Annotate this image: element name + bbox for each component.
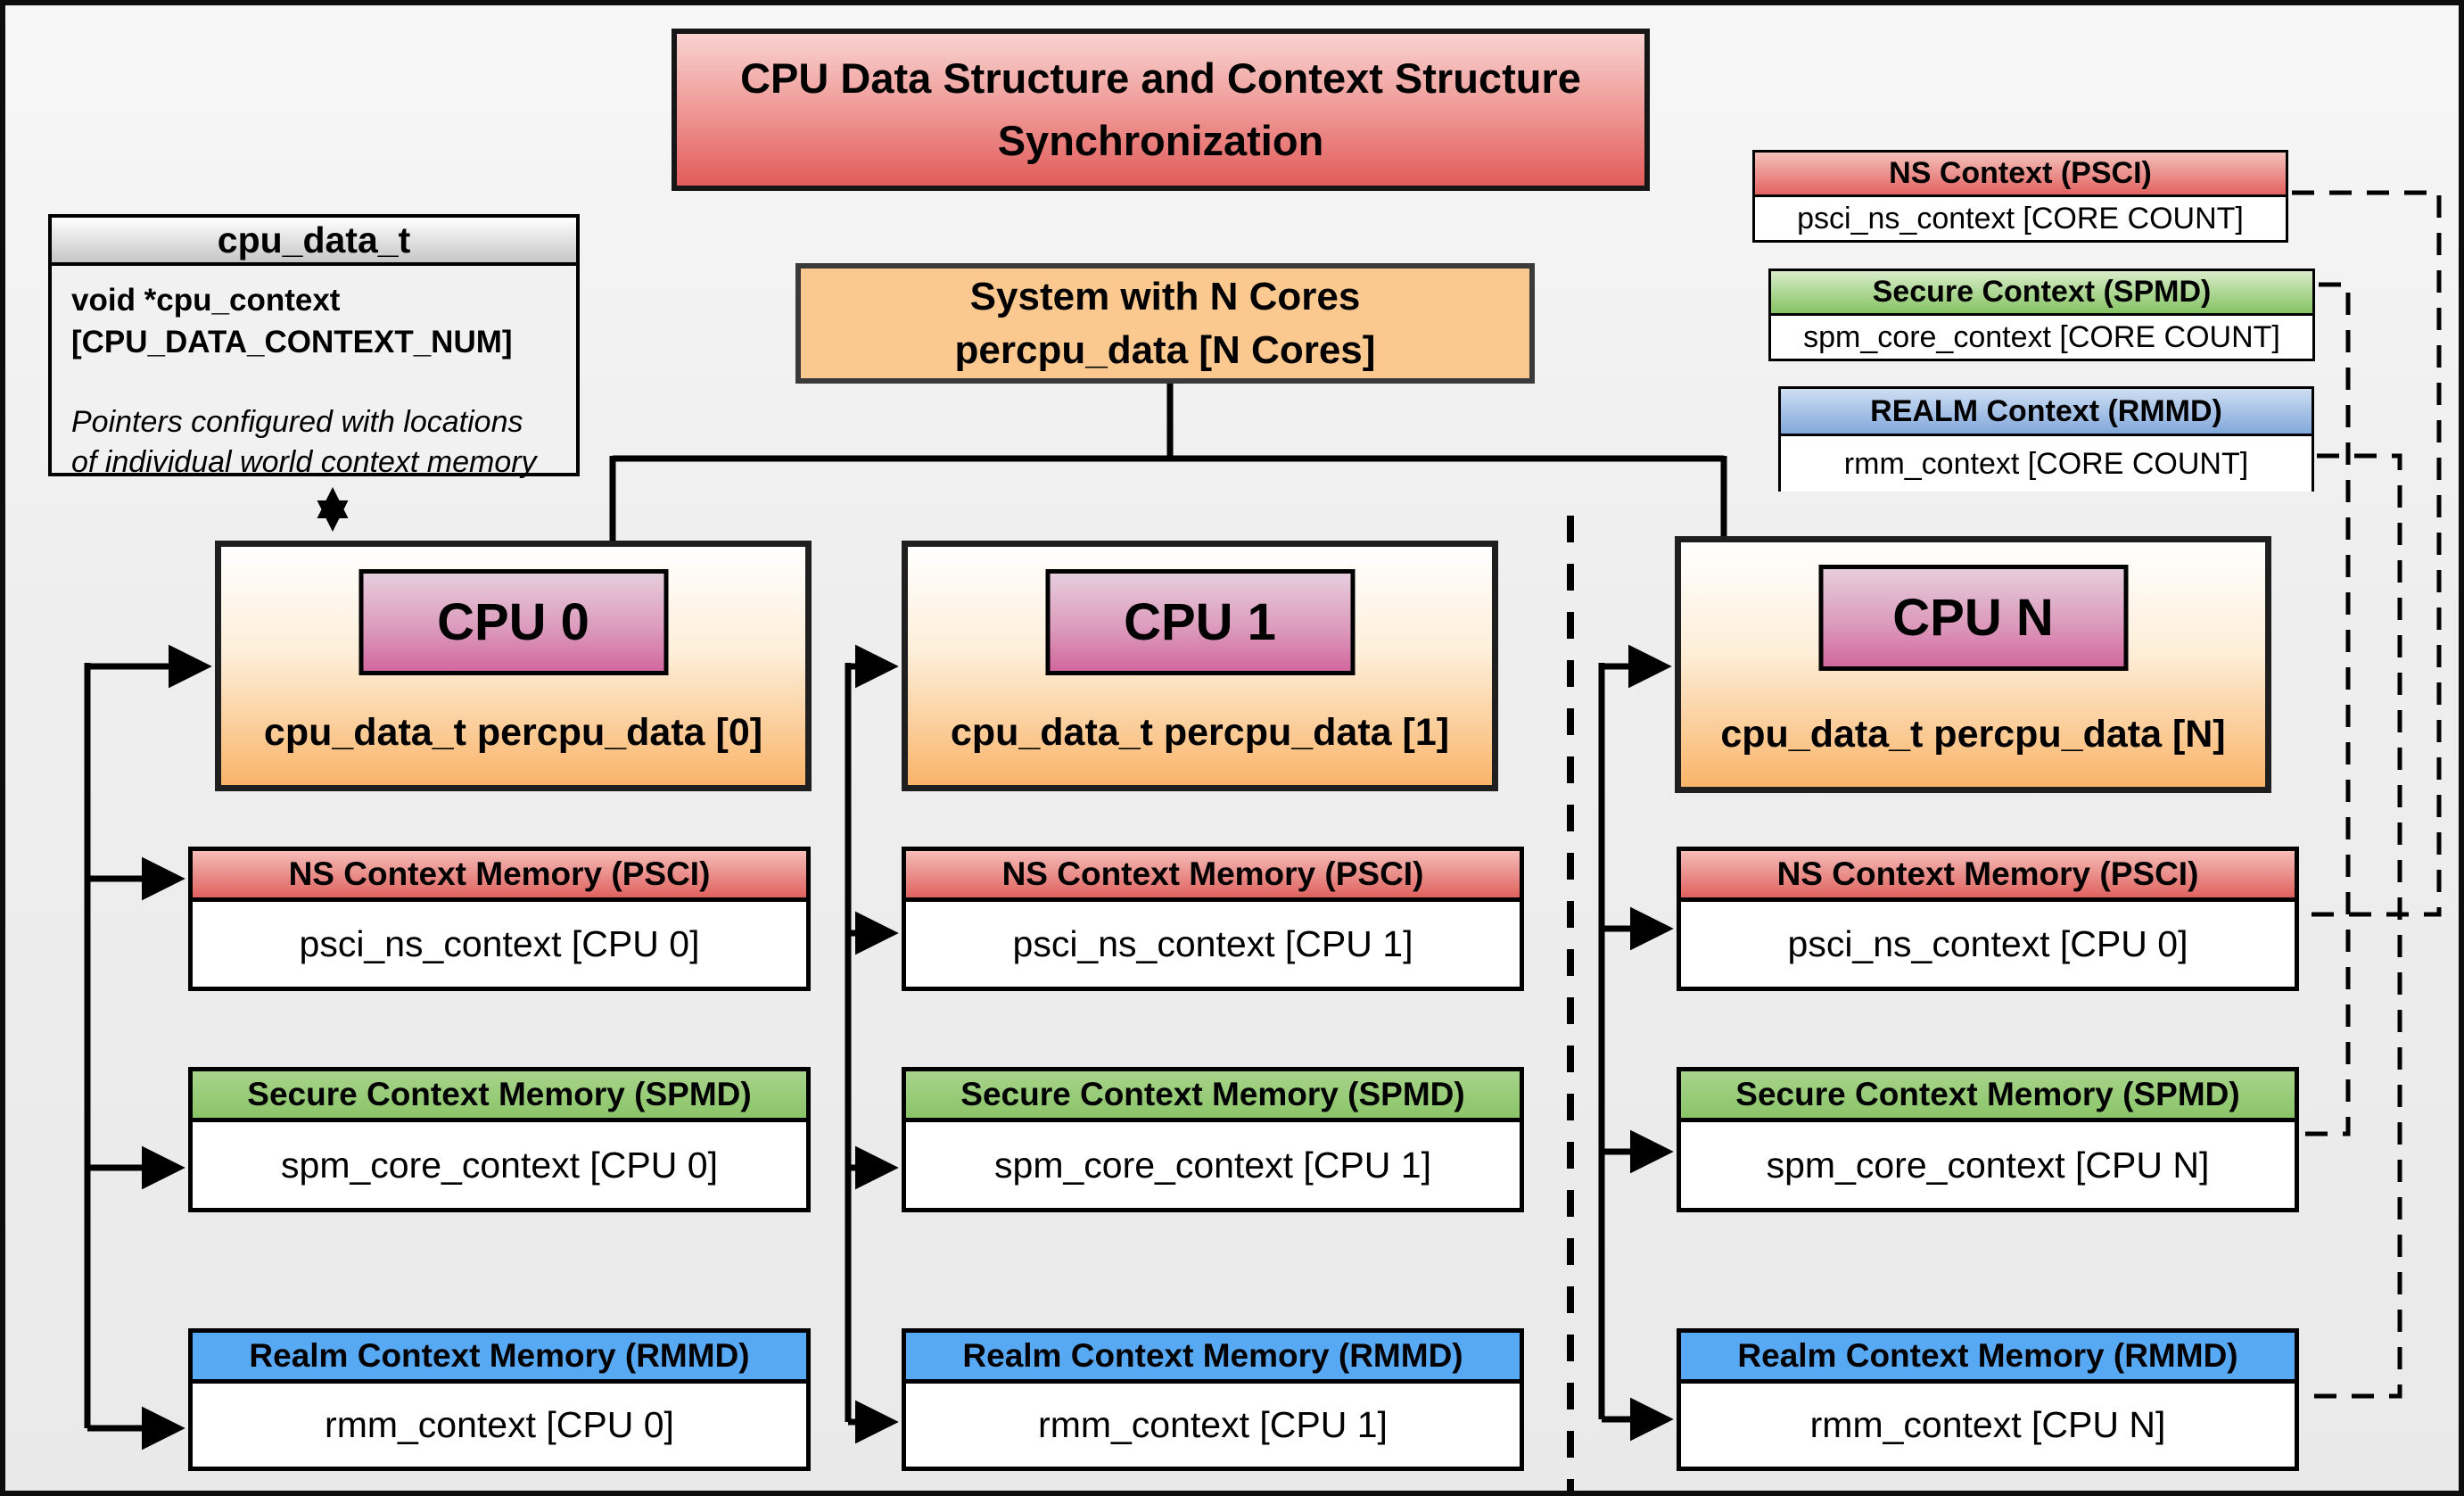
- cpu0-ns-context-box: NS Context Memory (PSCI) psci_ns_context…: [188, 847, 811, 991]
- cpu0-caption: cpu_data_t percpu_data [0]: [263, 711, 763, 754]
- cpu0-realm-context-box: Realm Context Memory (RMMD) rmm_context …: [188, 1328, 811, 1471]
- system-line2: percpu_data [N Cores]: [954, 327, 1376, 372]
- cpun-bus: [1598, 644, 1674, 1442]
- cpu0-ns-body: psci_ns_context [CPU 0]: [193, 902, 806, 987]
- cpu1-realm-header: Realm Context Memory (RMMD): [906, 1333, 1520, 1384]
- legend-ns-title: NS Context (PSCI): [1755, 153, 2286, 197]
- struct-field-line1: void *cpu_context: [71, 283, 341, 318]
- cpun-secure-body: spm_core_context [CPU N]: [1681, 1122, 2295, 1208]
- struct-field-line2: [CPU_DATA_CONTEXT_NUM]: [71, 324, 513, 360]
- legend-realm-title: REALM Context (RMMD): [1781, 389, 2312, 436]
- cpu1-secure-body: spm_core_context [CPU 1]: [906, 1122, 1520, 1208]
- cpu0-secure-context-box: Secure Context Memory (SPMD) spm_core_co…: [188, 1067, 811, 1212]
- cpu1-ns-body: psci_ns_context [CPU 1]: [906, 902, 1520, 987]
- legend-realm-context: REALM Context (RMMD) rmm_context [CORE C…: [1778, 386, 2314, 492]
- cpu1-realm-body: rmm_context [CPU 1]: [906, 1384, 1520, 1467]
- legend-realm-dashed-connector: [2303, 453, 2402, 1399]
- cpu0-ns-header: NS Context Memory (PSCI): [193, 851, 806, 902]
- cpu0-box: CPU 0 cpu_data_t percpu_data [0]: [215, 541, 812, 791]
- cpu0-label: CPU 0: [358, 569, 668, 675]
- cpun-realm-header: Realm Context Memory (RMMD): [1681, 1333, 2295, 1384]
- cpu0-bus: [84, 644, 212, 1451]
- cpun-secure-context-box: Secure Context Memory (SPMD) spm_core_co…: [1677, 1067, 2299, 1212]
- cpun-secure-header: Secure Context Memory (SPMD): [1681, 1071, 2295, 1122]
- cpu1-secure-context-box: Secure Context Memory (SPMD) spm_core_co…: [902, 1067, 1524, 1212]
- legend-secure-title: Secure Context (SPMD): [1771, 271, 2312, 316]
- cpu1-realm-context-box: Realm Context Memory (RMMD) rmm_context …: [902, 1328, 1524, 1471]
- system-line1: System with N Cores: [969, 275, 1361, 319]
- title-line2: Synchronization: [997, 117, 1324, 164]
- legend-secure-context: Secure Context (SPMD) spm_core_context […: [1768, 269, 2315, 361]
- cpun-box: CPU N cpu_data_t percpu_data [N]: [1675, 536, 2271, 793]
- legend-secure-body: spm_core_context [CORE COUNT]: [1771, 316, 2312, 359]
- struct-note-line1: Pointers configured with locations: [71, 405, 523, 440]
- legend-realm-body: rmm_context [CORE COUNT]: [1781, 436, 2312, 492]
- cpu1-bus: [845, 644, 899, 1444]
- system-to-cpu-tree: [609, 383, 1727, 541]
- struct-note-line2: of individual world context memory: [71, 445, 537, 480]
- cpun-ns-context-box: NS Context Memory (PSCI) psci_ns_context…: [1677, 847, 2299, 991]
- cpu0-secure-header: Secure Context Memory (SPMD): [193, 1071, 806, 1122]
- cpu-data-t-struct-box: cpu_data_t void *cpu_context [CPU_DATA_C…: [48, 214, 580, 479]
- struct-body: void *cpu_context [CPU_DATA_CONTEXT_NUM]…: [52, 266, 576, 498]
- cpu0-secure-body: spm_core_context [CPU 0]: [193, 1122, 806, 1208]
- cpu1-ns-context-box: NS Context Memory (PSCI) psci_ns_context…: [902, 847, 1524, 991]
- cpu1-caption: cpu_data_t percpu_data [1]: [950, 711, 1450, 754]
- cpun-realm-context-box: Realm Context Memory (RMMD) rmm_context …: [1677, 1328, 2299, 1471]
- struct-header: cpu_data_t: [52, 218, 576, 266]
- cpu1-label: CPU 1: [1045, 569, 1355, 675]
- cpu0-realm-header: Realm Context Memory (RMMD): [193, 1333, 806, 1384]
- diagram-title: CPU Data Structure and Context Structure…: [672, 29, 1650, 191]
- legend-ns-context: NS Context (PSCI) psci_ns_context [CORE …: [1752, 150, 2288, 243]
- cpu1-ns-header: NS Context Memory (PSCI): [906, 851, 1520, 902]
- cpun-caption: cpu_data_t percpu_data [N]: [1720, 713, 2226, 756]
- cpun-realm-body: rmm_context [CPU N]: [1681, 1384, 2295, 1467]
- cpu1-box: CPU 1 cpu_data_t percpu_data [1]: [902, 541, 1498, 791]
- cpu0-realm-body: rmm_context [CPU 0]: [193, 1384, 806, 1467]
- cpun-label: CPU N: [1818, 565, 2128, 671]
- system-box: System with N Cores percpu_data [N Cores…: [795, 263, 1535, 384]
- cpun-ns-body: psci_ns_context [CPU 0]: [1681, 902, 2295, 987]
- cpu1-secure-header: Secure Context Memory (SPMD): [906, 1071, 1520, 1122]
- cpun-ns-header: NS Context Memory (PSCI): [1681, 851, 2295, 902]
- title-line1: CPU Data Structure and Context Structure: [740, 54, 1581, 102]
- legend-ns-body: psci_ns_context [CORE COUNT]: [1755, 197, 2286, 240]
